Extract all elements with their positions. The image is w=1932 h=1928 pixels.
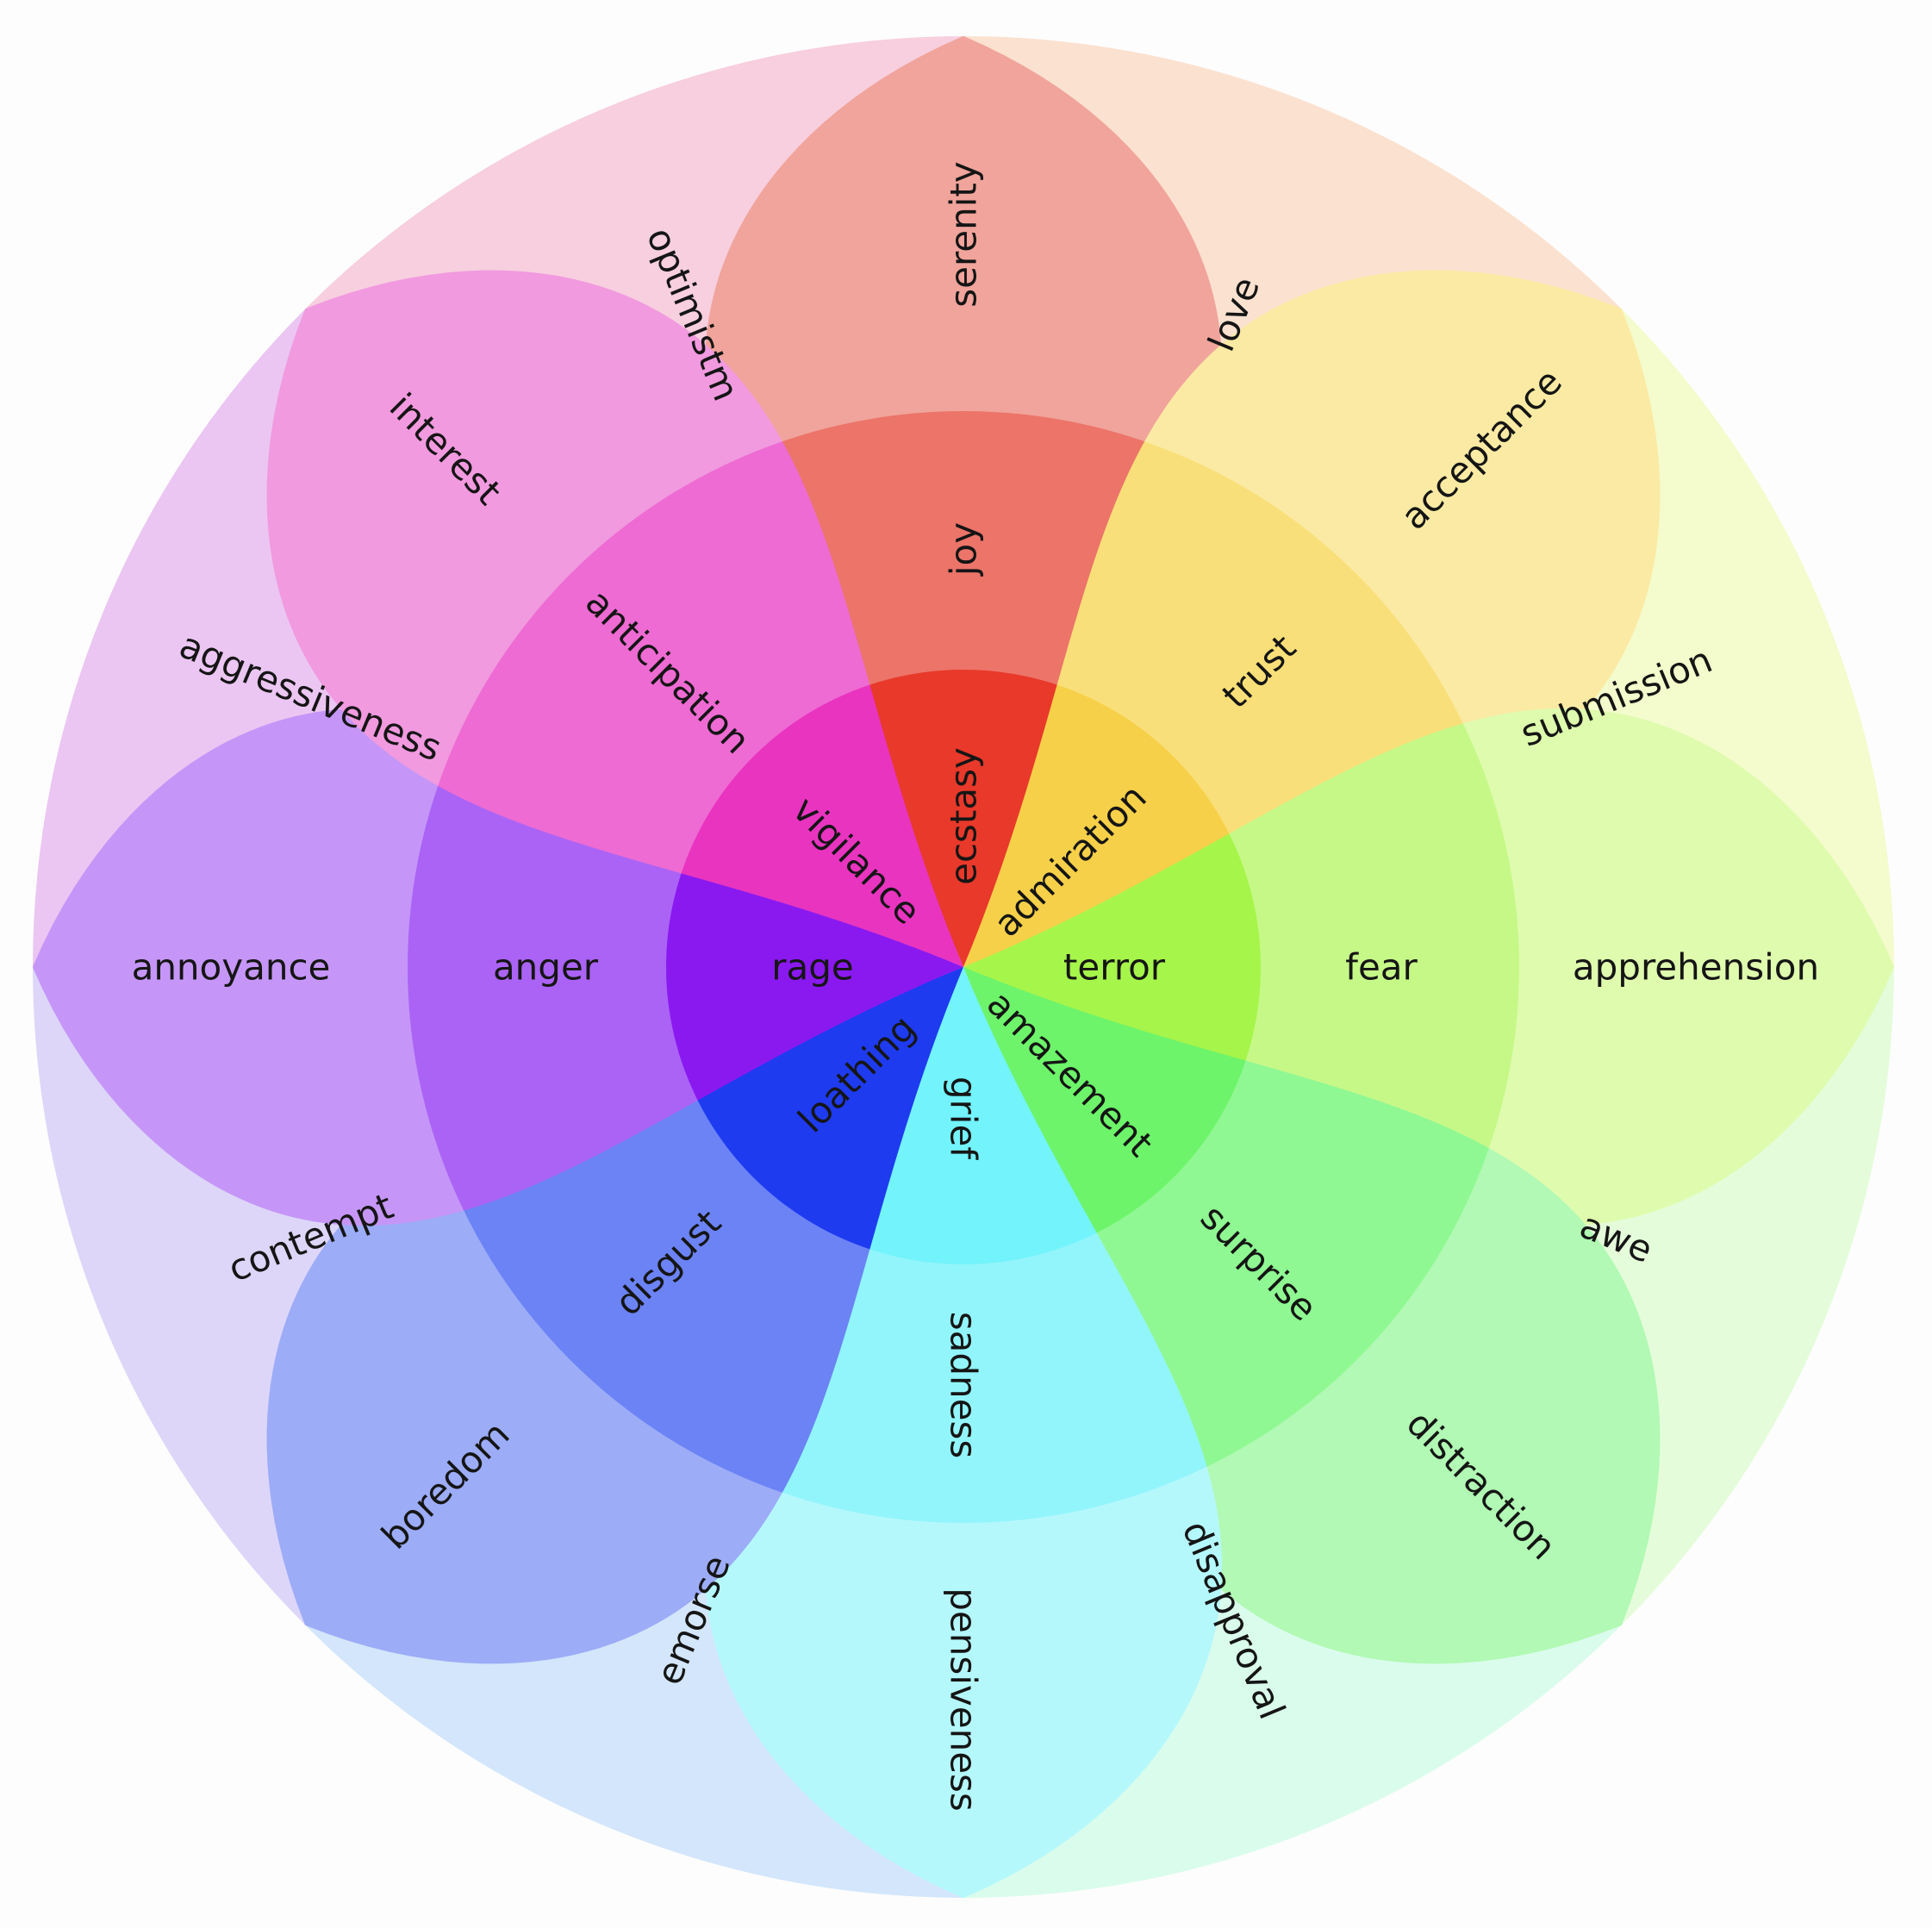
petal-inner-admiration [963, 684, 1246, 967]
label-sadness: sadness [943, 1312, 985, 1459]
label-grief: grief [943, 1076, 985, 1160]
label-annoyance: annoyance [132, 946, 331, 989]
petal-outer-distraction [1144, 1148, 1661, 1664]
petal-inner-ecstasy [830, 669, 1097, 967]
label-rage: rage [771, 946, 854, 989]
petal-inner-loathing [681, 967, 963, 1250]
petal-outer-annoyance [32, 708, 464, 1226]
petal-inner-rage [665, 833, 963, 1101]
label-joy: joy [943, 522, 985, 577]
petal-inner-amazement [963, 967, 1246, 1250]
petal-outer-pensiveness [704, 1466, 1223, 1898]
label-anger: anger [493, 946, 599, 989]
label-fear: fear [1345, 946, 1418, 989]
petal-anticipation [266, 270, 963, 967]
label-apprehension: apprehension [1573, 946, 1819, 989]
petal-outer-acceptance [1144, 270, 1661, 786]
label-serenity: serenity [943, 161, 985, 308]
label-ecstasy: ecstasy [943, 747, 985, 885]
label-terror: terror [1063, 946, 1166, 989]
petal-outer-apprehension [1462, 708, 1894, 1226]
label-pensiveness: pensiveness [943, 1588, 985, 1812]
petal-outer-boredom [266, 1148, 782, 1664]
petal-inner-terror [963, 833, 1262, 1101]
petal-inner-grief [830, 967, 1097, 1265]
petal-outer-serenity [704, 35, 1223, 468]
petal-layer [32, 35, 1894, 1898]
petal-inner-vigilance [681, 684, 963, 967]
petal-outer-interest [266, 270, 782, 786]
